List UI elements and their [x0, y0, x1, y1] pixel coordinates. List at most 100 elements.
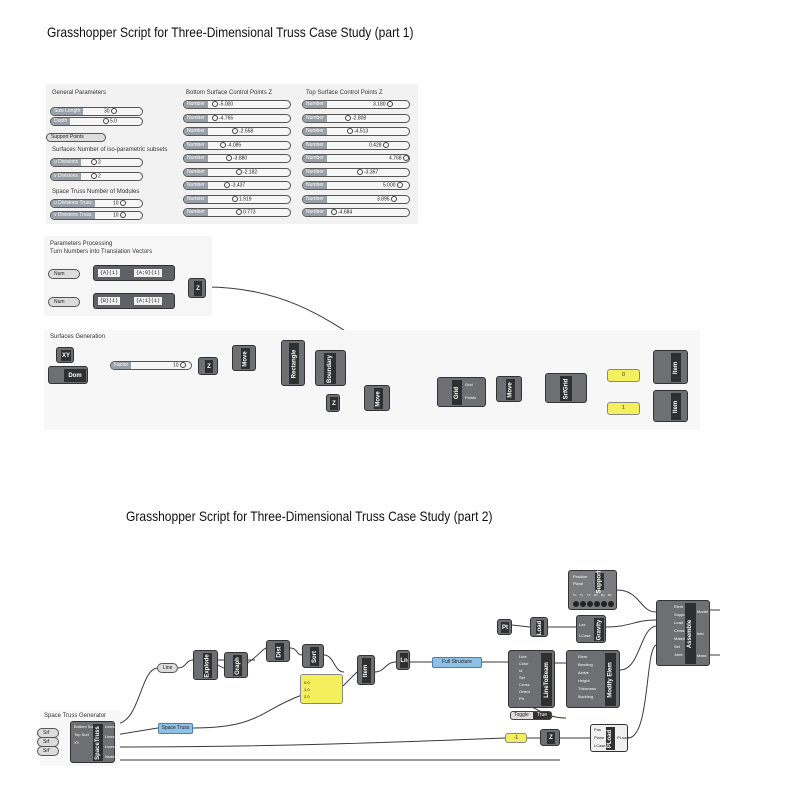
- gravity-component[interactable]: Lax LCase Gravity: [576, 615, 606, 643]
- port-label: Set: [674, 644, 681, 649]
- srf-param-3[interactable]: Srf: [37, 746, 59, 756]
- boundary-component[interactable]: Boundary: [315, 350, 346, 386]
- number-slider[interactable]: Number-3.437: [183, 181, 291, 190]
- srfgrid-component[interactable]: SrfGrid: [545, 373, 587, 403]
- line-param[interactable]: Line: [157, 663, 178, 673]
- sort-component[interactable]: Sort: [302, 644, 324, 668]
- dist-component[interactable]: Dist: [266, 640, 290, 662]
- number-slider[interactable]: Number-2.558: [183, 127, 291, 136]
- number-slider[interactable]: Number-5.000: [183, 100, 291, 109]
- component-core: Gravity: [594, 618, 604, 641]
- expression-2[interactable]: {B}(i) {A;1}(i): [93, 293, 175, 309]
- move-component-3[interactable]: Move: [496, 376, 522, 402]
- number-slider[interactable]: Number -3.357: [302, 167, 410, 177]
- unit-z-component[interactable]: Z: [198, 357, 218, 375]
- spacetruss-component[interactable]: Bottom Surf Top Surf XY SpaceTruss Lines…: [70, 721, 117, 763]
- depth-slider[interactable]: Depth 5.0: [50, 117, 143, 126]
- sort-panel[interactable]: 0.0 1.0 2.0: [300, 674, 343, 704]
- list-item-component-3[interactable]: Item: [357, 655, 375, 685]
- explode-component[interactable]: Explode: [193, 650, 218, 680]
- slider-label: Number: [184, 114, 208, 122]
- expression-1[interactable]: {A}(i) {A;0}(i): [93, 265, 175, 281]
- port-label: Lines: [105, 734, 115, 739]
- num-param-2[interactable]: Num: [48, 297, 80, 307]
- slider-label: Depth: [51, 118, 71, 125]
- number-slider[interactable]: Number-4.085: [183, 140, 291, 150]
- number-slider[interactable]: Number 3.180: [302, 100, 410, 109]
- load-component[interactable]: Load: [530, 617, 548, 637]
- boolean-toggle[interactable]: Toggle True: [510, 711, 552, 720]
- slider-label: v Divisions Truss: [51, 212, 95, 219]
- unit-z-component[interactable]: Z: [188, 278, 206, 298]
- value-panel[interactable]: -1: [505, 733, 527, 743]
- u-divisions-truss-slider[interactable]: u Divisions Truss 10: [50, 199, 143, 208]
- line-to-beam-component[interactable]: Line Color Id Set Cross Orient Ptr LineT…: [508, 650, 555, 708]
- port-label: Plane: [594, 735, 605, 740]
- number-slider[interactable]: Number-3.880: [183, 154, 291, 163]
- number-slider[interactable]: Number-4.684: [302, 208, 410, 217]
- graph-component[interactable]: Graph: [224, 652, 248, 678]
- factor-slider[interactable]: Factor 10: [110, 361, 192, 370]
- slider-value: 2: [91, 173, 101, 180]
- move-component-2[interactable]: Move: [364, 385, 390, 411]
- port-label: Pos: [594, 727, 601, 732]
- v-divisions-slider[interactable]: v Divisions 2: [50, 172, 143, 181]
- point-component[interactable]: Pt: [497, 619, 512, 635]
- v-divisions-truss-slider[interactable]: v Divisions Truss 10: [50, 211, 143, 220]
- slider-value: 4.768: [389, 155, 410, 162]
- rectangle-component[interactable]: Rectangle: [281, 340, 305, 386]
- support-condition-swatch[interactable]: [608, 601, 614, 607]
- support-condition-swatch[interactable]: [580, 601, 586, 607]
- domain-component[interactable]: Dom: [48, 366, 88, 384]
- number-slider[interactable]: Number-2.808: [302, 113, 410, 123]
- surfaces-header: Surfaces Number of iso-parametric subset…: [52, 147, 168, 153]
- num-param-1[interactable]: Num: [48, 269, 80, 279]
- panel-zero[interactable]: 0: [607, 369, 640, 382]
- swatch-label: Tx: [573, 593, 577, 597]
- unit-z-component[interactable]: Z: [326, 394, 340, 412]
- list-item-component-1[interactable]: Item: [653, 350, 688, 384]
- surfaces-generation-group: [44, 330, 700, 430]
- component-core: Z: [205, 360, 213, 373]
- slider-value: 10: [113, 200, 127, 207]
- slider-label: Number: [303, 168, 327, 176]
- full-structure-relay[interactable]: Full Structure: [432, 657, 482, 668]
- number-slider[interactable]: Number-4.513: [302, 127, 410, 136]
- slider-label: Number: [303, 101, 327, 108]
- space-truss-relay[interactable]: Space Truss: [158, 723, 193, 734]
- number-slider[interactable]: Number-2.182: [183, 167, 291, 177]
- panel-one[interactable]: 1: [607, 402, 640, 415]
- component-core: Item: [671, 353, 681, 382]
- support-condition-swatch[interactable]: [601, 601, 607, 607]
- point-load-component[interactable]: Pos Plane LCase PLoad PLoad: [590, 724, 629, 752]
- size-length-slider[interactable]: Size Length 30: [50, 107, 143, 116]
- list-item-component-2[interactable]: Item: [653, 390, 688, 422]
- component-core: SrfGrid: [560, 376, 572, 401]
- grid-component[interactable]: Grid Grid Points: [437, 377, 486, 407]
- number-slider[interactable]: Number-4.765: [183, 113, 291, 123]
- component-core: Explode: [203, 653, 212, 678]
- support-condition-swatch[interactable]: [573, 601, 579, 607]
- u-divisions-slider[interactable]: u Divisions 2: [50, 158, 143, 167]
- swatch-label: Tz: [587, 593, 591, 597]
- port-label: Lax: [579, 622, 586, 627]
- modify-element-component[interactable]: Elem Bending Active Height Thickness Buc…: [566, 650, 620, 708]
- support-condition-swatch[interactable]: [587, 601, 593, 607]
- ln-component[interactable]: Ln: [396, 650, 410, 670]
- xy-plane-component[interactable]: XY: [56, 347, 74, 363]
- support-points-button[interactable]: Support Points: [46, 133, 106, 142]
- move-component-1[interactable]: Move: [232, 345, 256, 371]
- assemble-component[interactable]: Elem Support Load Cross Material Set Joi…: [656, 600, 710, 666]
- support-condition-swatch[interactable]: [594, 601, 600, 607]
- expr-part: {A;0}(i): [134, 269, 163, 277]
- slider-value: 3.180: [373, 101, 394, 108]
- slider-value: -3.357: [357, 168, 378, 176]
- unit-z-component[interactable]: Z: [540, 729, 560, 746]
